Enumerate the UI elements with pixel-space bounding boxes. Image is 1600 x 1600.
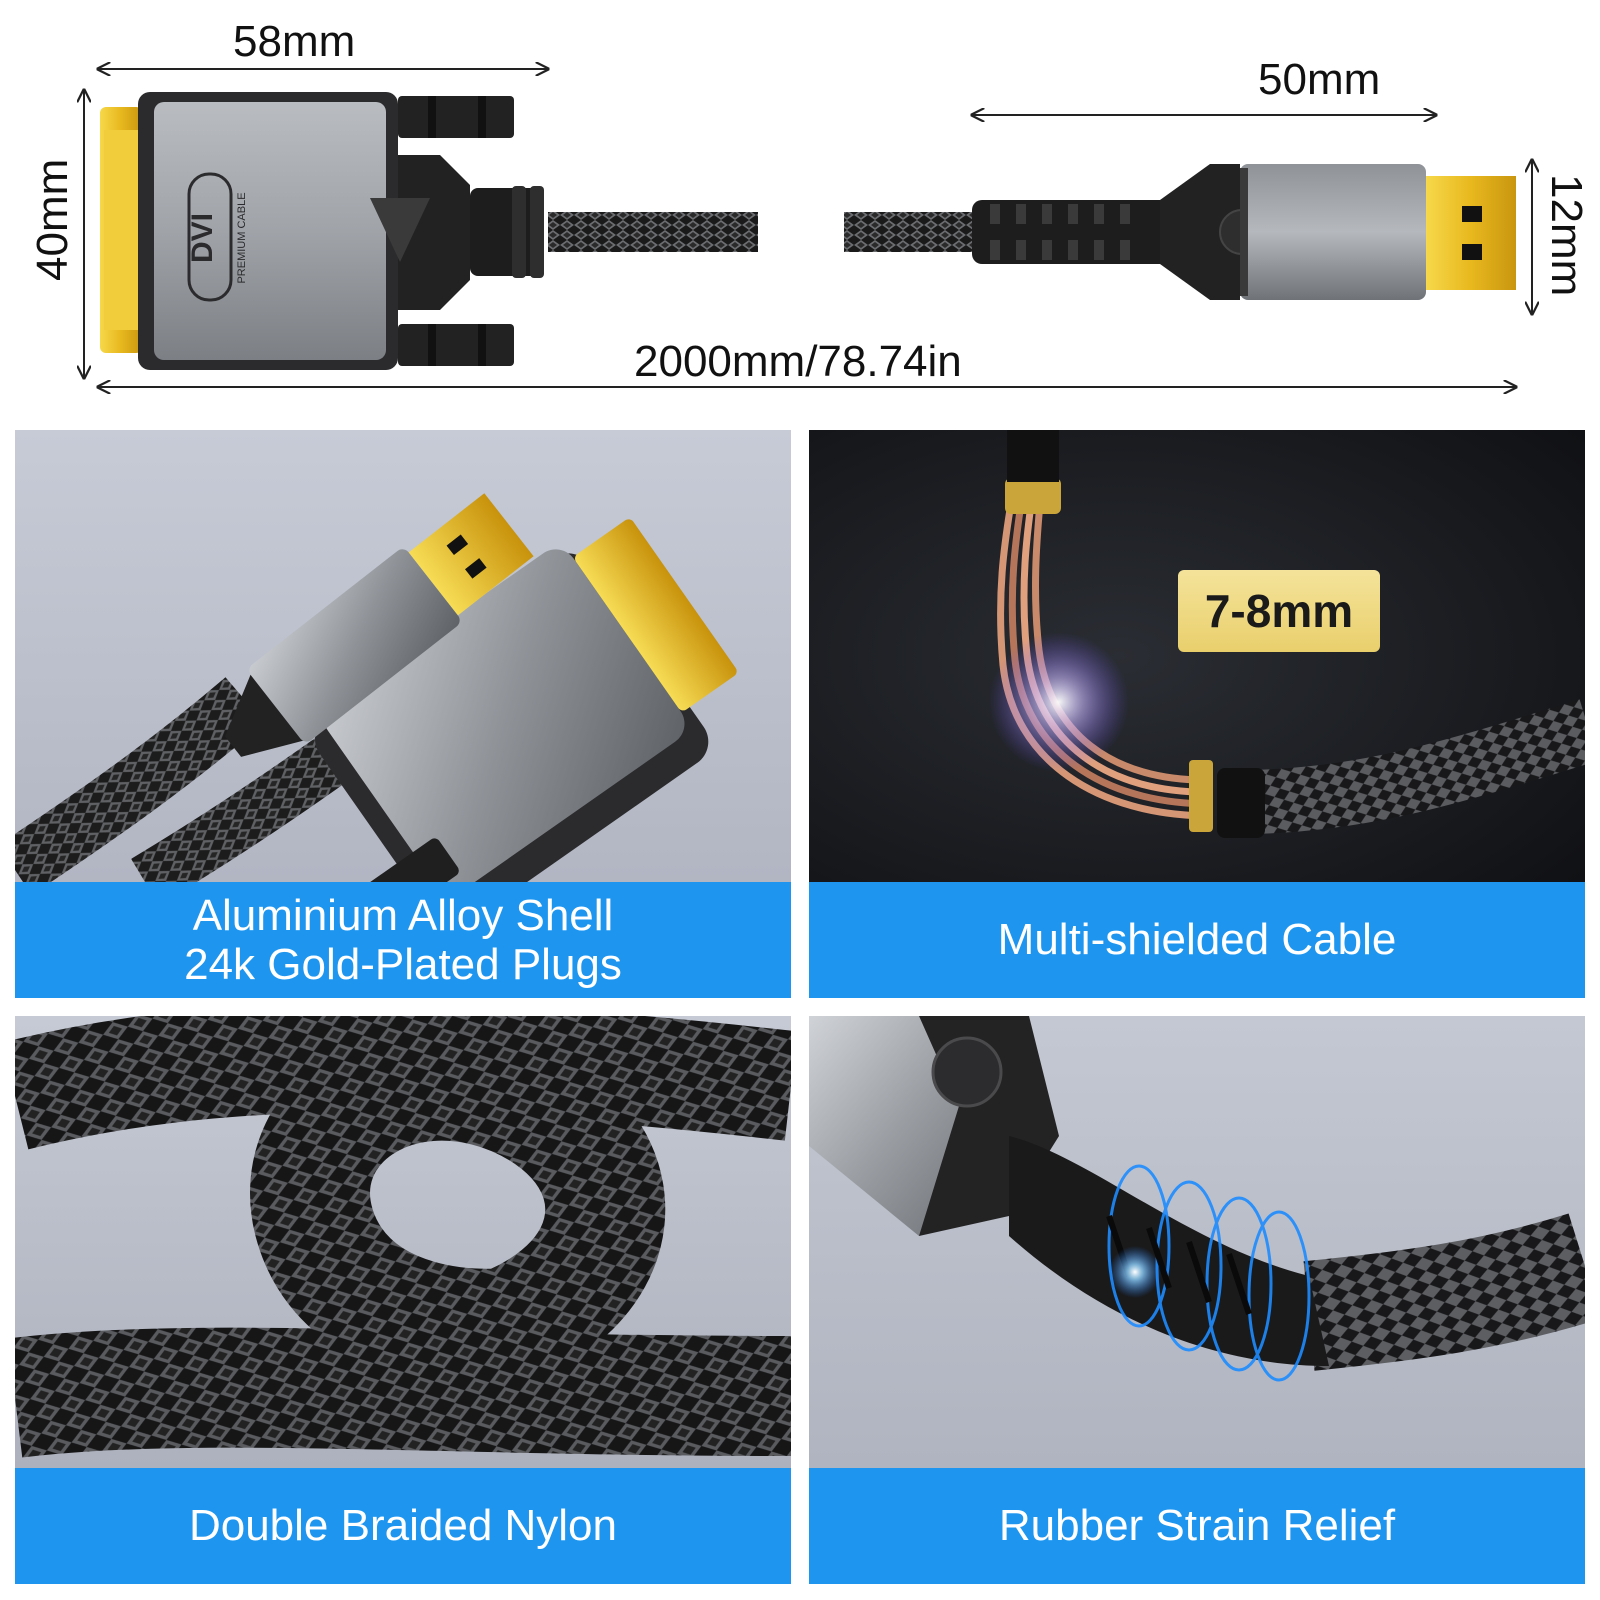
caption-braided-nylon: Double Braided Nylon — [15, 1468, 791, 1584]
caption-line-1: Aluminium Alloy Shell — [192, 890, 614, 940]
cable-length-label: 2000mm/78.74in — [634, 337, 962, 386]
cable-cross-section-photo — [809, 430, 1585, 882]
braided-cable-knot-photo — [15, 1016, 791, 1468]
connector-dimension-drawing: DVI PREMIUM CABLE — [0, 0, 1600, 410]
dvi-sublabel: PREMIUM CABLE — [236, 192, 248, 283]
panel-multi-shielded: 7-8mm Multi-shielded Cable — [809, 430, 1585, 998]
caption-strain-relief: Rubber Strain Relief — [809, 1468, 1585, 1584]
dvi-height-label: 40mm — [28, 158, 77, 281]
caption-multi-shielded: Multi-shielded Cable — [809, 882, 1585, 998]
dvi-logo: DVI — [186, 213, 219, 263]
dp-length-label: 50mm — [1258, 55, 1381, 104]
diameter-badge: 7-8mm — [1178, 570, 1380, 652]
displayport-connector-drawing — [844, 164, 1516, 300]
dimension-diagram: DVI PREMIUM CABLE — [0, 0, 1600, 410]
caption-aluminium-shell: Aluminium Alloy Shell 24k Gold-Plated Pl… — [15, 882, 791, 998]
panel-strain-relief: Rubber Strain Relief — [809, 1016, 1585, 1584]
connectors-photo — [15, 430, 791, 882]
dvi-width-label: 58mm — [233, 17, 356, 66]
dvi-connector-drawing: DVI PREMIUM CABLE — [100, 92, 758, 370]
strain-relief-photo — [809, 1016, 1585, 1468]
panel-aluminium-shell: Aluminium Alloy Shell 24k Gold-Plated Pl… — [15, 430, 791, 998]
dp-height-label: 12mm — [1542, 174, 1591, 297]
panel-braided-nylon: Double Braided Nylon — [15, 1016, 791, 1584]
caption-line-2: 24k Gold-Plated Plugs — [184, 940, 622, 989]
